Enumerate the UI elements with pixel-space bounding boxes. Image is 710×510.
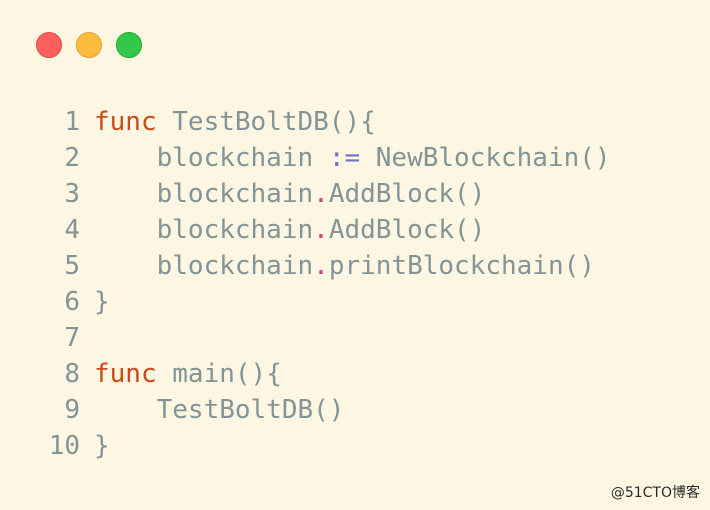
line-content: } xyxy=(80,428,110,464)
line-content: blockchain.AddBlock() xyxy=(80,212,486,248)
code-line: 10} xyxy=(40,428,611,464)
code-token: printBlockchain() xyxy=(328,251,595,281)
line-number: 9 xyxy=(64,395,80,425)
code-token: blockchain xyxy=(94,179,314,209)
minimize-button[interactable] xyxy=(76,32,102,58)
line-number: 2 xyxy=(64,143,80,173)
line-content xyxy=(80,320,94,356)
line-content: } xyxy=(80,284,110,320)
code-token: NewBlockchain() xyxy=(360,143,611,173)
code-line: 5 blockchain.printBlockchain() xyxy=(40,248,611,284)
line-number: 4 xyxy=(64,215,80,245)
code-token: TestBoltDB() xyxy=(94,395,345,425)
code-token: blockchain xyxy=(94,251,314,281)
code-line: 9 TestBoltDB() xyxy=(40,392,611,428)
line-number: 8 xyxy=(64,359,80,389)
code-token: } xyxy=(94,431,110,461)
code-token: } xyxy=(94,287,110,317)
code-token: blockchain xyxy=(94,215,314,245)
line-content: blockchain.AddBlock() xyxy=(80,176,486,212)
keyword-token: func xyxy=(94,107,157,137)
code-line: 3 blockchain.AddBlock() xyxy=(40,176,611,212)
line-content: TestBoltDB() xyxy=(80,392,345,428)
line-number: 1 xyxy=(64,107,80,137)
operator-token: . xyxy=(313,215,329,245)
close-button[interactable] xyxy=(36,32,62,58)
code-token: TestBoltDB(){ xyxy=(156,107,376,137)
maximize-button[interactable] xyxy=(116,32,142,58)
code-line: 4 blockchain.AddBlock() xyxy=(40,212,611,248)
line-content: func TestBoltDB(){ xyxy=(80,104,376,140)
operator-token: . xyxy=(313,179,329,209)
code-token: main(){ xyxy=(156,359,282,389)
window-controls xyxy=(36,32,142,58)
line-number: 3 xyxy=(64,179,80,209)
code-line: 2 blockchain := NewBlockchain() xyxy=(40,140,611,176)
code-token: AddBlock() xyxy=(328,179,486,209)
code-line: 6} xyxy=(40,284,611,320)
line-number: 5 xyxy=(64,251,80,281)
watermark: @51CTO博客 xyxy=(610,485,700,501)
operator-token: . xyxy=(313,251,329,281)
code-token: blockchain xyxy=(94,143,329,173)
operator-token: := xyxy=(328,143,361,173)
line-content: blockchain := NewBlockchain() xyxy=(80,140,611,176)
keyword-token: func xyxy=(94,359,157,389)
code-token: AddBlock() xyxy=(328,215,486,245)
line-content: func main(){ xyxy=(80,356,282,392)
line-content: blockchain.printBlockchain() xyxy=(80,248,595,284)
line-number: 7 xyxy=(64,323,80,353)
line-number: 6 xyxy=(64,287,80,317)
code-line: 7 xyxy=(40,320,611,356)
line-number: 10 xyxy=(48,431,80,461)
